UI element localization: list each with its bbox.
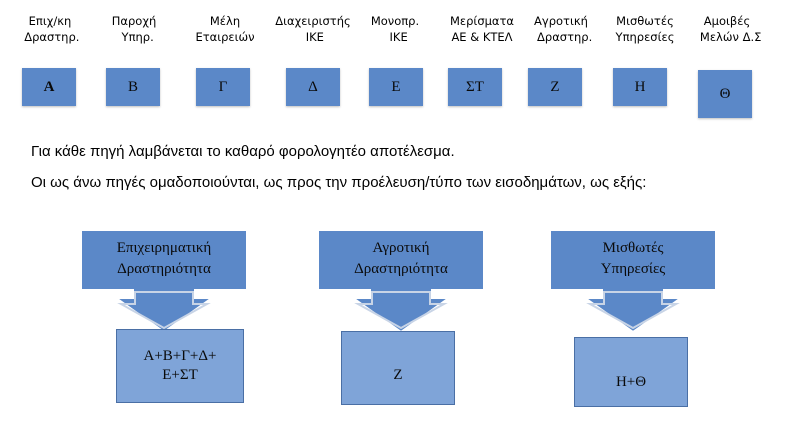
callout-title-line-1: Αγροτική <box>372 240 430 256</box>
source-label-f: Μερίσματα ΑΕ & ΚΤΕΛ <box>449 14 515 44</box>
callout-title-line-1: Μισθωτές <box>602 240 664 256</box>
result-line-1: Η+Θ <box>615 373 647 390</box>
callout-arrow-shape <box>80 229 248 334</box>
result-box-salaried: Η+Θ <box>574 337 688 407</box>
callout-title: Μισθωτές Υπηρεσίες <box>548 228 718 290</box>
callout-title: Αγροτική Δραστηριότητα <box>316 228 486 290</box>
result-line-1: Α+Β+Γ+Δ+ <box>143 348 217 364</box>
callout-title-line-2: Δραστηριότητα <box>354 261 448 277</box>
source-label-g: Αγροτική Δραστηρ. <box>534 14 593 44</box>
source-box-f: ΣΤ <box>448 68 502 106</box>
source-box-b: Β <box>106 68 160 106</box>
callout-title-line-1: Επιχειρηματική <box>116 240 212 256</box>
source-box-h: Η <box>613 68 667 106</box>
source-label-b: Παροχή Υπηρ. <box>111 14 157 44</box>
result-line-1: Ζ <box>393 366 403 383</box>
callout-title: Επιχειρηματική Δραστηριότητα <box>79 228 249 290</box>
source-label-a: Επιχ/κη Δραστηρ. <box>24 14 80 44</box>
result-line-2: Ε+ΣΤ <box>162 367 198 383</box>
callout-arrow-shape <box>317 229 485 334</box>
source-box-i: Θ <box>698 70 752 118</box>
source-box-a: Α <box>22 68 76 106</box>
description-line-1: Για κάθε πηγή λαμβάνεται το καθαρό φορολ… <box>31 143 455 160</box>
source-label-e: Μονοπρ. ΙΚΕ <box>370 14 420 44</box>
source-label-h: Μισθωτές Υπηρεσίες <box>615 14 675 44</box>
group-callout-salaried: Μισθωτές Υπηρεσίες <box>548 228 718 338</box>
result-box-agricultural: Ζ <box>341 331 455 405</box>
source-box-g: Ζ <box>528 68 582 106</box>
source-box-c: Γ <box>196 68 250 106</box>
source-box-d: Δ <box>286 68 340 106</box>
source-box-e: Ε <box>369 68 423 106</box>
callout-title-line-2: Υπηρεσίες <box>600 261 666 277</box>
result-box-business: Α+Β+Γ+Δ+ Ε+ΣΤ <box>116 329 244 403</box>
source-label-c: Μέλη Εταιρειών <box>195 14 255 44</box>
callout-arrow-shape <box>549 229 717 334</box>
group-callout-agricultural: Αγροτική Δραστηριότητα <box>316 228 486 338</box>
callout-title-line-2: Δραστηριότητα <box>117 261 211 277</box>
group-callout-business: Επιχειρηματική Δραστηριότητα <box>79 228 249 338</box>
description-line-2: Οι ως άνω πηγές ομαδοποιούνται, ως προς … <box>31 174 647 191</box>
source-label-i: Αμοιβές Μελών Δ.Σ <box>699 14 762 44</box>
source-label-d: Διαχειριστής ΙΚΕ <box>275 14 351 44</box>
